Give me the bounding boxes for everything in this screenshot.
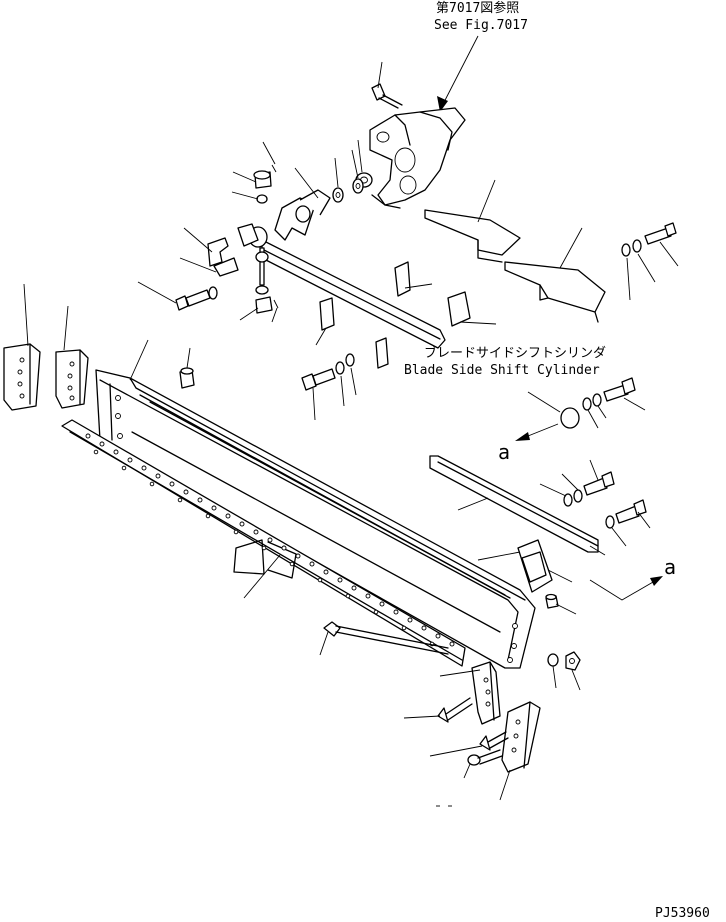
- view-marker-a-left: a: [498, 440, 510, 464]
- cylinder-bolt-right: [582, 377, 646, 429]
- view-a-arrow-left: [515, 423, 559, 441]
- reference-jp-label: 第7017図参照: [436, 0, 519, 16]
- end-bit-right-outer: [499, 701, 541, 801]
- view-marker-a-right: a: [664, 555, 676, 579]
- plow-bolt-3: [463, 749, 503, 779]
- cutting-edge-holes: [85, 433, 455, 647]
- blade-body: [95, 339, 536, 669]
- cylinder-jp-label: ブレードサイドシフトシリンダ: [424, 345, 606, 361]
- end-bit-left-inner: [55, 305, 89, 409]
- guide-plate-upper: [424, 179, 521, 263]
- cylinder-washers-left: [335, 353, 357, 407]
- cylinder-bolt-left: [301, 368, 336, 421]
- plate-bolt-set: [621, 222, 679, 301]
- bracket-washer-nut: [547, 651, 581, 691]
- reference-arrow: [437, 35, 479, 112]
- cylinder-pin: [527, 391, 580, 429]
- beam-clamp-4: [375, 337, 389, 369]
- beam-bolt: [137, 281, 218, 311]
- plow-bolt-2: [429, 731, 509, 757]
- clip-left-a: [183, 227, 229, 267]
- side-stopper: [545, 593, 577, 615]
- washer-right-1: [332, 157, 344, 203]
- upper-bracket: [369, 107, 466, 209]
- cutting-edge: [61, 419, 466, 667]
- blade-stopper: [179, 347, 195, 389]
- plow-bolt-1: [403, 697, 473, 723]
- side-bracket-bolt-set: [605, 499, 651, 547]
- bracket-bolt: [371, 61, 403, 109]
- washer-upper: [231, 191, 268, 204]
- pin-cap-lower: [239, 285, 279, 323]
- blade-holes: [115, 395, 518, 663]
- guide-plate-lower: [504, 227, 606, 323]
- beam-clamp-3: [315, 297, 335, 346]
- beam-clamp-2: [447, 291, 497, 327]
- view-a-arrow-right: [589, 576, 663, 601]
- long-bolt: [319, 621, 449, 656]
- washer-right-2: [351, 149, 364, 194]
- clip-left-b: [179, 257, 239, 277]
- trunnion-joint: [237, 167, 331, 286]
- pin-cap-upper: [232, 141, 277, 189]
- shift-beam: [261, 239, 446, 349]
- rail-bolt-set: [539, 459, 615, 507]
- beam-clamp-1: [394, 261, 433, 297]
- reference-en-label: See Fig.7017: [434, 18, 528, 33]
- drawing-code: PJ53960: [655, 906, 710, 921]
- guide-rail: [429, 455, 606, 556]
- side-bracket: [477, 539, 573, 593]
- cylinder-en-label: Blade Side Shift Cylinder: [404, 363, 600, 378]
- end-bit-right-inner: [439, 661, 501, 725]
- end-bit-left-outer: [3, 283, 41, 411]
